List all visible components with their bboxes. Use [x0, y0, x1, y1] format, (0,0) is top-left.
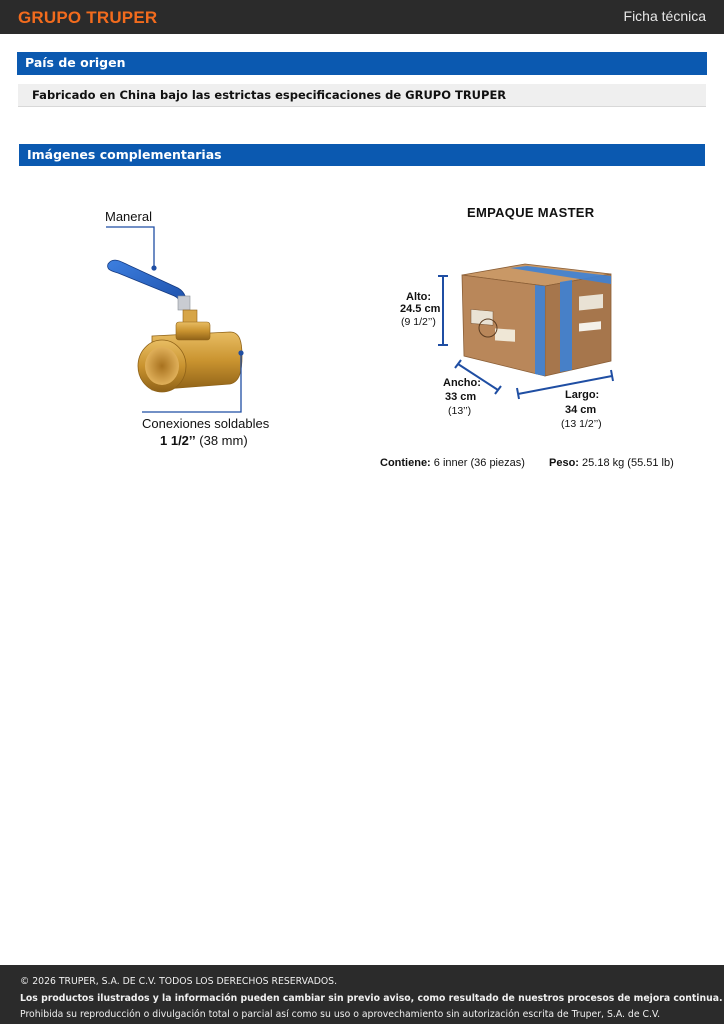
valve-connections-inches: 1 1/2’’ — [160, 433, 196, 448]
section-title-origin: País de origen — [17, 52, 707, 75]
length-label: Largo: — [565, 389, 600, 401]
width-label: Ancho: — [443, 377, 481, 389]
valve-figure: Maneral Conexiones soldables 1 1/2’’ (38… — [90, 200, 290, 460]
contents-label: Contiene: — [380, 457, 431, 469]
footer: © 2026 TRUPER, S.A. DE C.V. TODOS LOS DE… — [0, 965, 724, 1024]
valve-connections-label: Conexiones soldables — [142, 416, 270, 431]
width-in: (13’’) — [448, 405, 472, 417]
height-cm: 24.5 cm — [400, 303, 441, 315]
footer-copyright: © 2026 TRUPER, S.A. DE C.V. TODOS LOS DE… — [20, 976, 338, 987]
weight-label: Peso: — [549, 457, 579, 469]
valve-connections-size: 1 1/2’’ (38 mm) — [160, 433, 248, 448]
origin-text: Fabricado en China bajo las estrictas es… — [18, 84, 706, 107]
width-cm: 33 cm — [445, 391, 477, 403]
weight-value: 25.18 kg (55.51 lb) — [582, 457, 674, 469]
contents-line: Contiene: 6 inner (36 piezas) — [380, 457, 525, 469]
footer-notice: Los productos ilustrados y la informació… — [20, 992, 723, 1004]
valve-connections-mm: (38 mm) — [199, 433, 248, 448]
document-type: Ficha técnica — [623, 8, 706, 24]
brand-logo: GRUPO TRUPER — [18, 8, 158, 27]
length-cm: 34 cm — [565, 404, 597, 416]
footer-prohibition: Prohibida su reproducción o divulgación … — [20, 1009, 661, 1020]
master-pack-figure: EMPAQUE MASTER Alto: 24.5 cm (9 1/2’’) A… — [375, 200, 675, 480]
section-title-images: Imágenes complementarias — [19, 144, 705, 166]
height-label: Alto: — [406, 291, 432, 303]
contents-value: 6 inner (36 piezas) — [433, 457, 525, 469]
weight-line: Peso: 25.18 kg (55.51 lb) — [549, 457, 674, 469]
ball-valve-illustration — [106, 226, 244, 413]
master-box-illustration — [438, 263, 614, 400]
master-pack-title: EMPAQUE MASTER — [467, 205, 595, 220]
valve-handle-label: Maneral — [105, 209, 152, 224]
height-in: (9 1/2’’) — [401, 316, 436, 328]
top-bar: GRUPO TRUPER Ficha técnica — [0, 0, 724, 34]
length-in: (13 1/2’’) — [561, 418, 602, 430]
